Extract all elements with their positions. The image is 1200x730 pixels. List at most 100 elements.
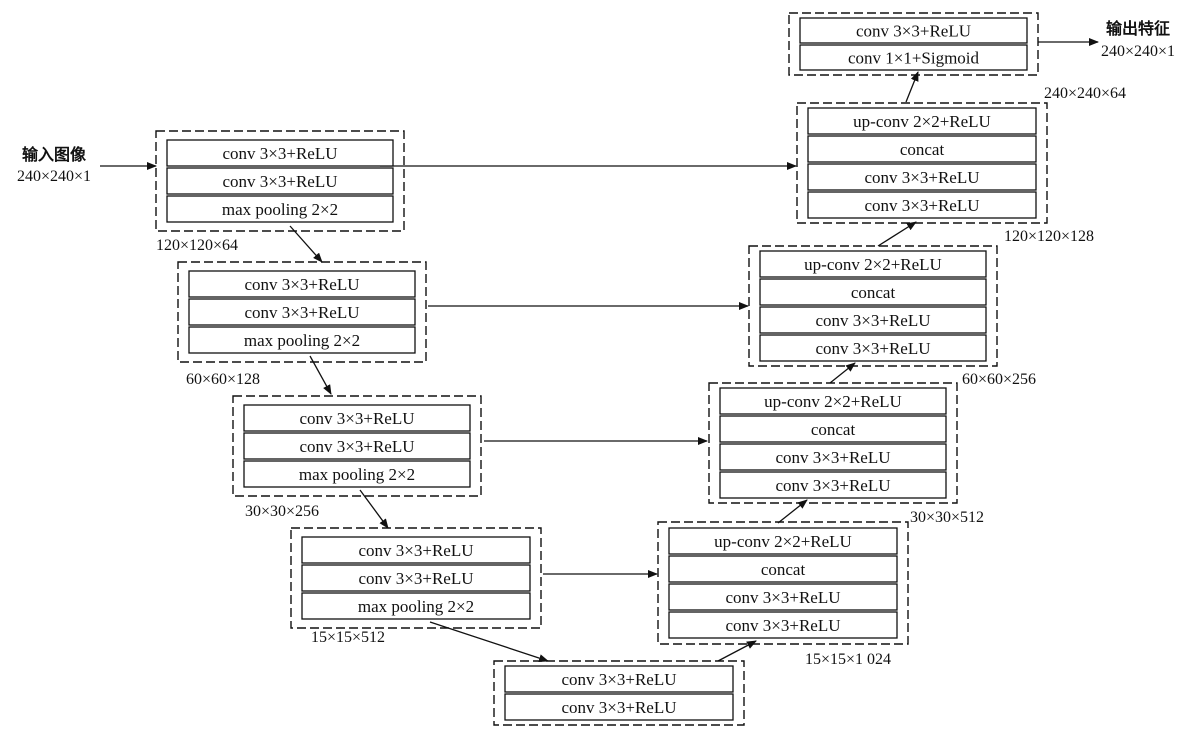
block-out: conv 3×3+ReLU conv 1×1+Sigmoid 240×240×64: [788, 12, 1126, 102]
layer-label: conv 3×3+ReLU: [244, 275, 359, 294]
dims-label: 15×15×512: [311, 629, 385, 646]
layer-label: conv 3×3+ReLU: [222, 172, 337, 191]
dims-label: 30×30×512: [910, 509, 984, 526]
layer-label: conv 3×3+ReLU: [299, 437, 414, 456]
input-dims: 240×240×1: [17, 168, 91, 185]
block-enc4: conv 3×3+ReLU conv 3×3+ReLU max pooling 2×…: [290, 527, 542, 646]
layer-box: [759, 278, 987, 306]
layer-box: [188, 298, 416, 326]
arrow-dec2-to-dec1: [877, 221, 917, 247]
layer-label: conv 3×3+ReLU: [864, 196, 979, 215]
block-enc1-frame: [155, 130, 405, 232]
blocks: conv 3×3+ReLU conv 3×3+ReLU max pooling 2×…: [155, 12, 1126, 726]
layer-label: up-conv 2×2+ReLU: [804, 255, 942, 274]
layer-label: conv 3×3+ReLU: [244, 303, 359, 322]
layer-label: concat: [900, 140, 945, 159]
layer-label: max pooling 2×2: [222, 200, 338, 219]
layer-box: [301, 564, 531, 592]
layer-box: [759, 250, 987, 278]
layer-label: conv 3×3+ReLU: [358, 541, 473, 560]
layer-label: conv 3×3+ReLU: [561, 698, 676, 717]
layer-label: max pooling 2×2: [299, 465, 415, 484]
layer-box: [719, 471, 947, 499]
layer-label: conv 3×3+ReLU: [864, 168, 979, 187]
block-enc4-frame: [290, 527, 542, 629]
layer-box: [166, 139, 394, 167]
layer-label: up-conv 2×2+ReLU: [714, 532, 852, 551]
block-dec2-frame: [748, 245, 998, 367]
layer-label: conv 3×3+ReLU: [815, 311, 930, 330]
layer-box: [301, 592, 531, 620]
layer-box: [807, 163, 1037, 191]
dims-label: 60×60×128: [186, 371, 260, 388]
block-enc3-frame: [232, 395, 482, 497]
dims-label: 240×240×64: [1044, 85, 1126, 102]
layer-box: [166, 195, 394, 223]
layer-box: [243, 460, 471, 488]
layer-label: conv 3×3+ReLU: [775, 448, 890, 467]
layer-label: conv 3×3+ReLU: [725, 588, 840, 607]
arrow-dec1-to-out: [905, 71, 919, 103]
layer-box: [188, 270, 416, 298]
block-enc3: conv 3×3+ReLU conv 3×3+ReLU max pooling 2×…: [232, 395, 482, 520]
block-dec1-frame: [796, 102, 1048, 224]
block-bottleneck: conv 3×3+ReLU conv 3×3+ReLU: [493, 660, 745, 726]
arrow-enc3-to-enc4: [359, 489, 389, 529]
layer-label: max pooling 2×2: [244, 331, 360, 350]
dims-label: 60×60×256: [962, 371, 1036, 388]
layer-box: [504, 665, 734, 693]
layer-box: [301, 536, 531, 564]
layer-box: [759, 334, 987, 362]
layer-box: [719, 387, 947, 415]
arrow-dec4-to-dec3: [777, 499, 808, 524]
layer-box: [759, 306, 987, 334]
layer-box: [243, 404, 471, 432]
layer-label: conv 3×3+ReLU: [358, 569, 473, 588]
layer-box: [166, 167, 394, 195]
layer-box: [668, 527, 898, 555]
layer-label: max pooling 2×2: [358, 597, 474, 616]
layer-box: [668, 583, 898, 611]
layer-box: [807, 135, 1037, 163]
layer-label: concat: [811, 420, 856, 439]
block-dec4-frame: [657, 521, 909, 645]
layer-box: [807, 191, 1037, 219]
layer-label: conv 3×3+ReLU: [856, 22, 971, 41]
block-enc1: conv 3×3+ReLU conv 3×3+ReLU max pooling 2×…: [155, 130, 405, 254]
layer-box: [243, 432, 471, 460]
layer-label: conv 3×3+ReLU: [775, 476, 890, 495]
block-dec3: up-conv 2×2+ReLU concat conv 3×3+ReLU conv …: [708, 382, 984, 526]
output-dims: 240×240×1: [1101, 43, 1175, 60]
arrow-enc4-to-bottleneck: [429, 621, 549, 662]
layer-label: up-conv 2×2+ReLU: [764, 392, 902, 411]
layer-label: conv 3×3+ReLU: [561, 670, 676, 689]
layer-box: [799, 17, 1028, 44]
layer-box: [668, 555, 898, 583]
arrow-bottleneck-to-dec4: [717, 640, 757, 662]
layer-box: [504, 693, 734, 721]
layer-label: concat: [761, 560, 806, 579]
layer-box: [799, 44, 1028, 71]
block-out-frame: [788, 12, 1039, 76]
arrow-enc1-to-enc2: [289, 225, 323, 263]
connectors: [100, 38, 1099, 662]
layer-box: [188, 326, 416, 354]
block-enc2: conv 3×3+ReLU conv 3×3+ReLU max pooling 2×…: [177, 261, 427, 388]
block-dec3-frame: [708, 382, 958, 504]
layer-label: conv 1×1+Sigmoid: [848, 49, 980, 68]
output-label: 输出特征: [1106, 19, 1170, 38]
layer-label: conv 3×3+ReLU: [299, 409, 414, 428]
layer-box: [668, 611, 898, 639]
dims-label: 120×120×128: [1004, 228, 1094, 245]
dims-label: 15×15×1 024: [805, 651, 891, 668]
layer-label: concat: [851, 283, 896, 302]
block-bottleneck-frame: [493, 660, 745, 726]
layer-box: [719, 415, 947, 443]
input-label: 输入图像: [22, 145, 87, 164]
block-enc2-frame: [177, 261, 427, 363]
layer-label: conv 3×3+ReLU: [222, 144, 337, 163]
